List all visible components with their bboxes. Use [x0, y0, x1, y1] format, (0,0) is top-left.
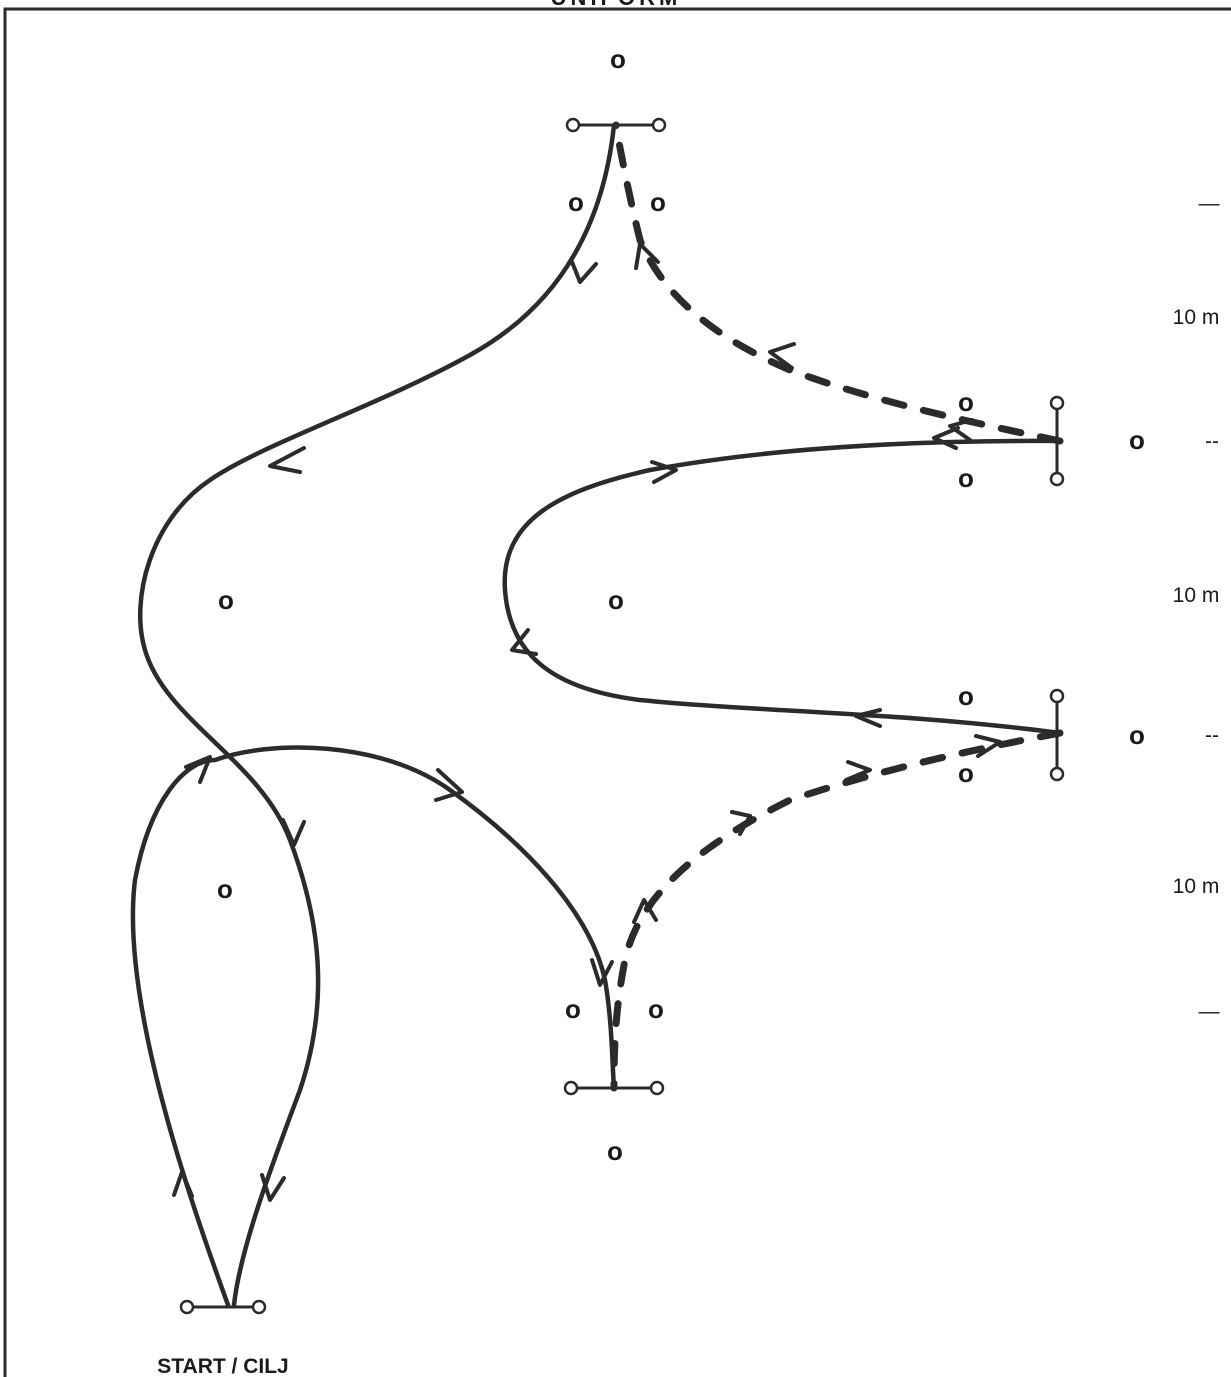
gate-top: [565, 117, 667, 133]
cone-marker: o: [217, 874, 233, 904]
gate-right-upper: [1049, 395, 1065, 487]
scale-tick-lower: --: [1205, 724, 1219, 747]
scale-tick-bottom: —: [1199, 1000, 1220, 1023]
gate-start: [179, 1299, 267, 1315]
dashed-route-path-top: [612, 121, 1064, 445]
diagram-frame: [3, 7, 1231, 1377]
cone-marker: o: [568, 187, 584, 217]
cone-marker: o: [958, 681, 974, 711]
cone-marker: o: [958, 758, 974, 788]
direction-arrow: [510, 628, 538, 656]
direction-arrow: [634, 242, 660, 270]
direction-arrow: [844, 760, 872, 782]
distance-label-top: 10 m: [1173, 306, 1220, 329]
direction-arrow: [632, 898, 658, 924]
direction-arrow: [268, 446, 306, 474]
direction-arrow: [281, 818, 306, 847]
scale-tick-top: —: [1199, 192, 1220, 215]
distance-label-bottom: 10 m: [1173, 875, 1220, 898]
direction-arrow: [434, 768, 464, 802]
solid-route-path-2: [137, 122, 617, 1308]
cone-marker: o: [608, 585, 624, 615]
direction-arrow: [948, 418, 974, 442]
diagram-title: UNIFORM: [551, 0, 682, 10]
scale-tick-upper: --: [1205, 430, 1219, 453]
dashed-route-path-bottom: [610, 729, 1064, 1092]
cone-marker: o: [565, 994, 581, 1024]
direction-arrow: [932, 426, 960, 450]
gate-right-lower: [1049, 688, 1065, 782]
cone-marker: o: [607, 1136, 623, 1166]
direction-arrow: [184, 755, 212, 784]
direction-arrow: [730, 810, 752, 836]
direction-arrow: [570, 260, 598, 284]
direction-arrow: [768, 342, 796, 370]
direction-arrow: [590, 958, 614, 987]
cone-marker: o: [218, 585, 234, 615]
cone-marker: o: [958, 387, 974, 417]
direction-arrow: [260, 1173, 286, 1202]
cone-marker: o: [1129, 425, 1145, 455]
distance-label-middle: 10 m: [1173, 584, 1220, 607]
solid-route-path: [130, 745, 617, 1308]
cone-marker: o: [648, 994, 664, 1024]
direction-arrow: [854, 708, 882, 728]
direction-arrow: [974, 734, 1002, 758]
gate-bottom: [563, 1080, 665, 1096]
start-finish-label: START / CILJ: [157, 1355, 288, 1377]
direction-arrow: [172, 1170, 194, 1198]
cone-marker: o: [610, 44, 626, 74]
cone-marker: o: [650, 187, 666, 217]
cone-marker: o: [958, 463, 974, 493]
solid-route-path-3: [502, 438, 1063, 736]
direction-arrow: [650, 460, 678, 484]
cone-marker: o: [1129, 720, 1145, 750]
